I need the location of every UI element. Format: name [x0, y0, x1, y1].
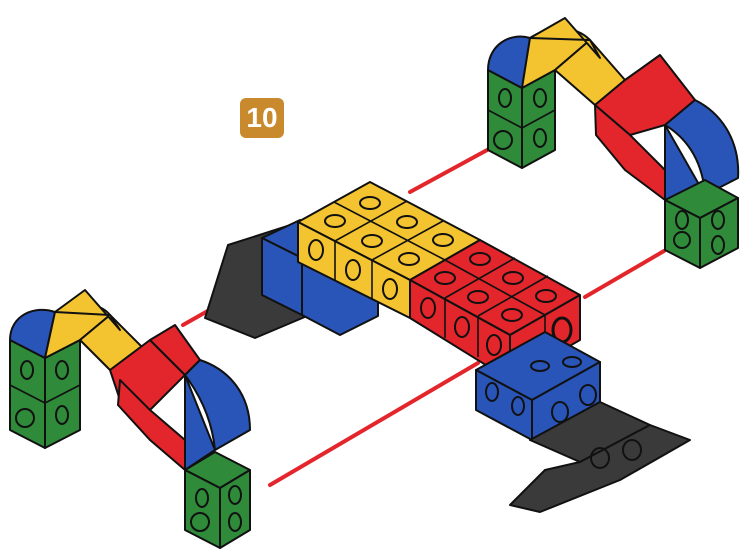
connector-line-right [585, 251, 664, 297]
step-number-badge: 10 [240, 98, 284, 138]
connector-line-left-lower [270, 363, 478, 485]
center-block [205, 182, 690, 512]
connector-line-top-right [410, 143, 500, 192]
right-arm [488, 18, 738, 268]
left-arm [10, 290, 250, 548]
